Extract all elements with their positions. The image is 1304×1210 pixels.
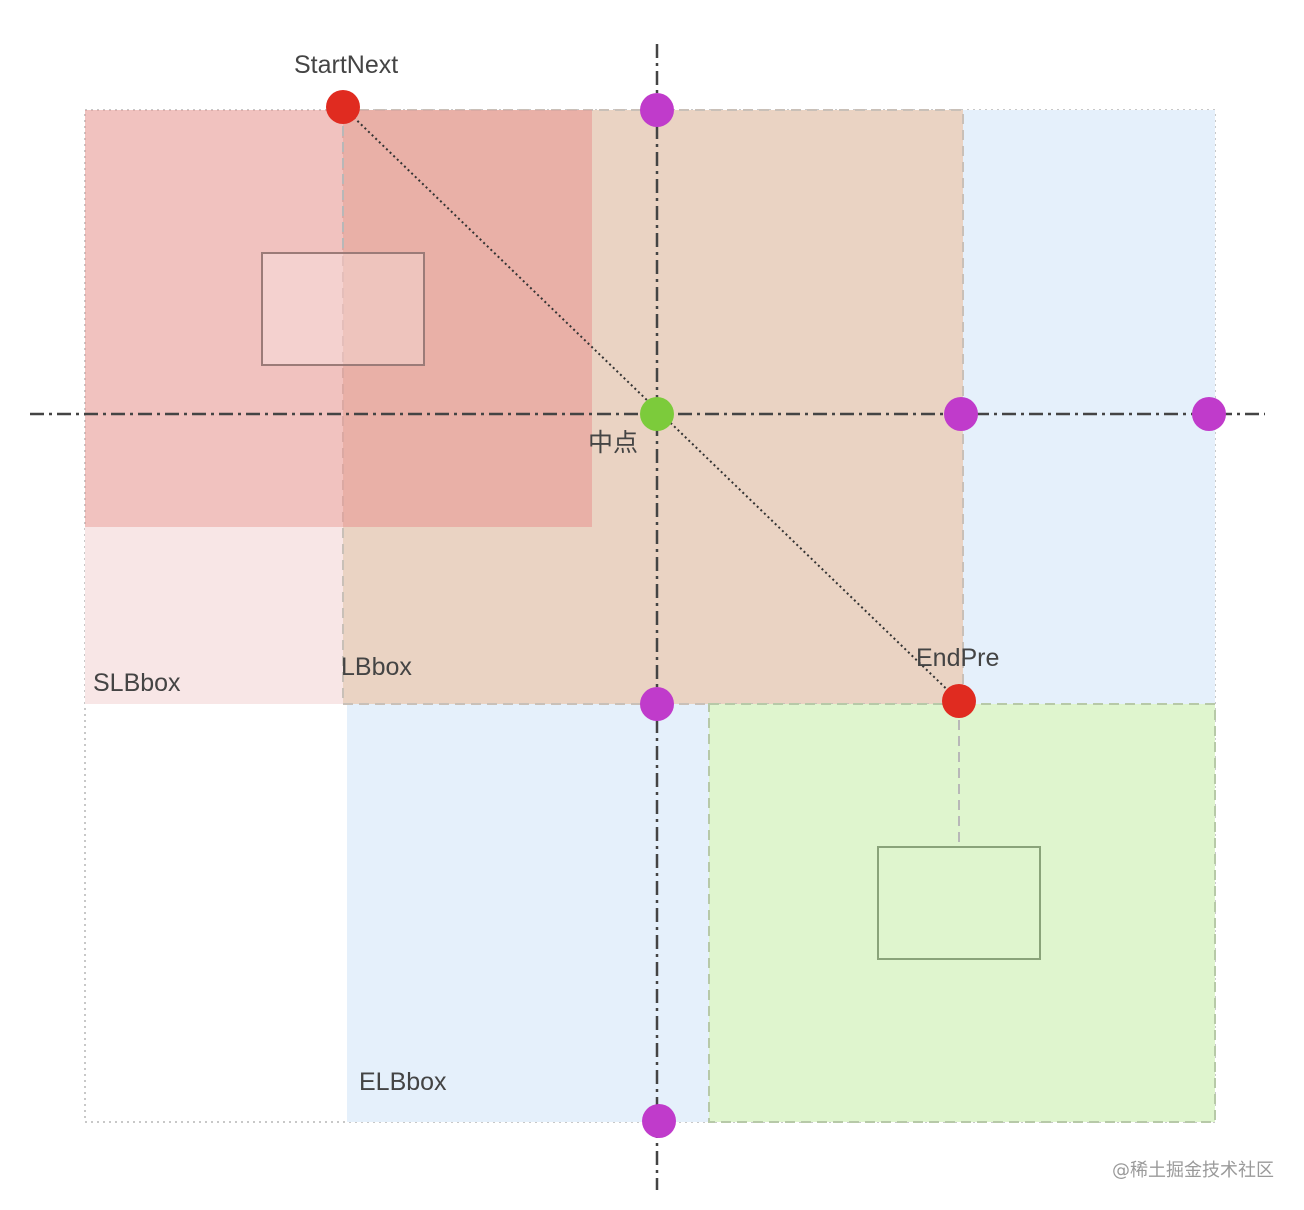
purple-point-bottom	[642, 1104, 676, 1138]
purple-point-top	[640, 93, 674, 127]
watermark: @稀土掘金技术社区	[1112, 1160, 1274, 1181]
end-pre-point	[942, 684, 976, 718]
start-next-point	[326, 90, 360, 124]
end-pre-label: EndPre	[916, 644, 999, 672]
right-blue-region	[963, 110, 1215, 704]
purple-point-right-2	[1192, 397, 1226, 431]
slbbox-label: SLBbox	[93, 669, 181, 697]
elbbox-region	[347, 704, 709, 1122]
purple-point-right-1	[944, 397, 978, 431]
elbbox-label: ELBbox	[359, 1068, 447, 1096]
start-next-label: StartNext	[294, 51, 398, 79]
purple-point-middle	[640, 687, 674, 721]
start-element-box	[261, 252, 425, 366]
end-element-box	[877, 846, 1041, 960]
midpoint-label: 中点	[588, 429, 638, 457]
lbbox-label: LBbox	[341, 653, 412, 681]
end-green-region	[708, 703, 1216, 1123]
start-red-region	[85, 110, 592, 527]
slbbox-region	[85, 527, 345, 704]
midpoint	[640, 397, 674, 431]
